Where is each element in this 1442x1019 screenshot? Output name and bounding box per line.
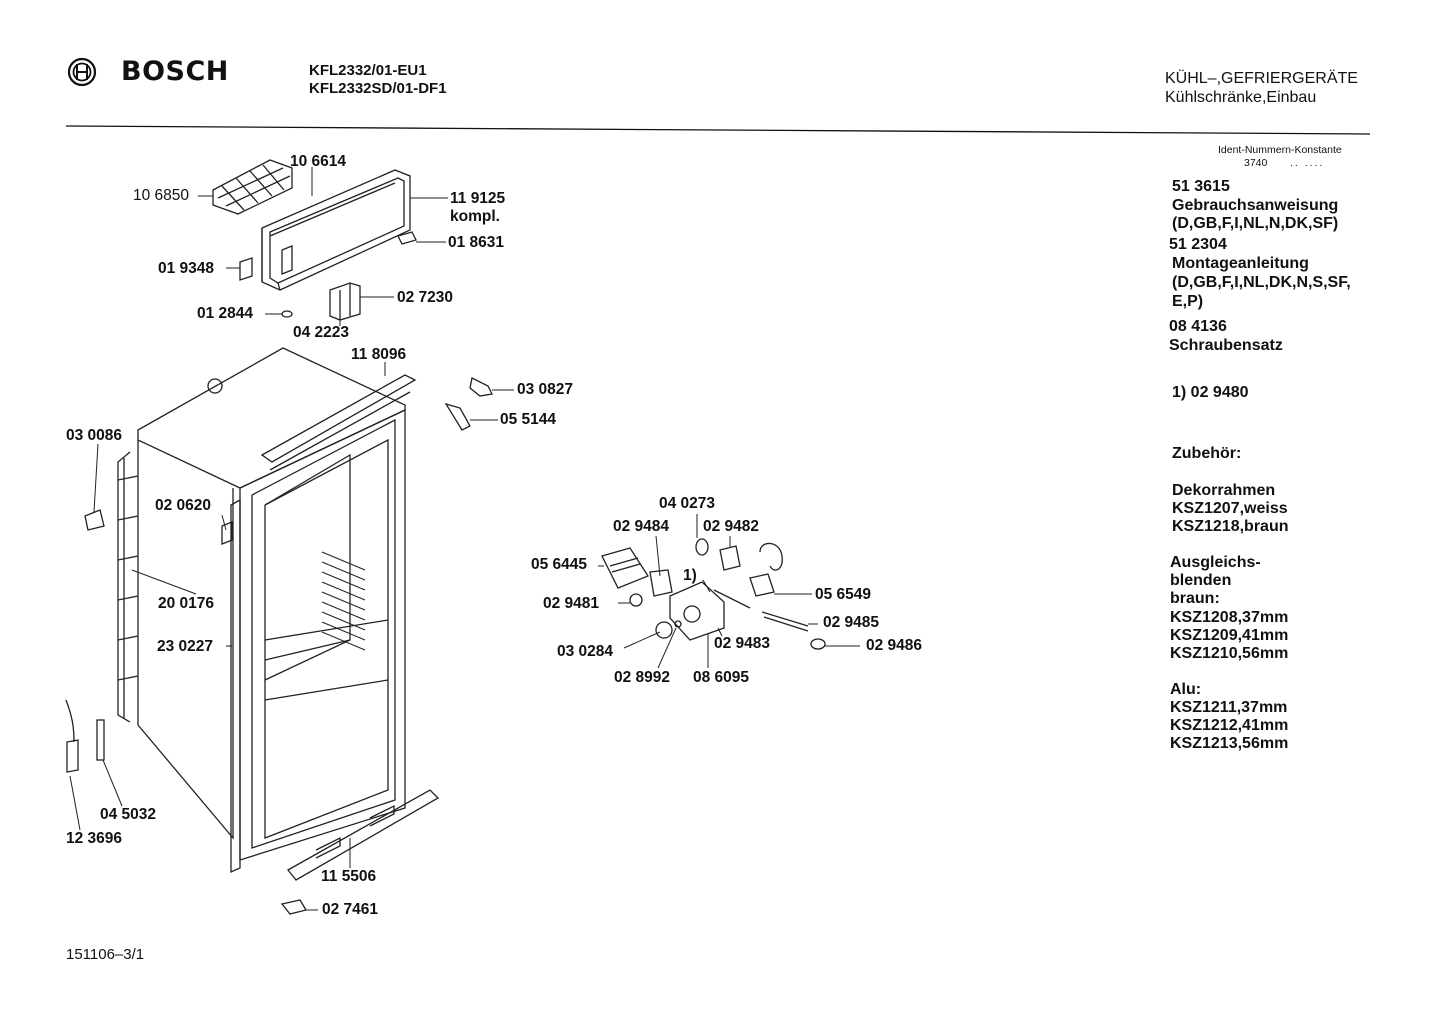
part-label: 01 9348 [158,260,215,277]
accessory-line: blenden [1170,572,1232,589]
doc-number: 51 3615 [1172,178,1230,195]
part-label: kompl. [450,208,500,225]
part-label: 01 2844 [197,305,254,322]
doc-line: (D,GB,F,I,NL,DK,N,S,SF, [1172,274,1351,291]
part-label: 02 9484 [613,518,670,535]
category-subtitle: Kühlschränke,Einbau [1165,89,1317,106]
condenser-drawing [117,451,139,723]
part-label: 20 0176 [158,595,215,612]
accessory-line: braun: [1170,590,1220,607]
part-label: 02 9486 [866,637,923,654]
cabinet-body-drawing [137,347,440,881]
accessory-line: Dekorrahmen [1172,482,1276,499]
part-label: 02 9482 [703,518,760,535]
accessory-line: KSZ1208,37mm [1170,609,1289,626]
part-label: 08 6095 [693,669,750,686]
part-label: 10 6850 [133,187,190,204]
model-number-1: KFL2332/01-EU1 [309,62,427,79]
part-label: 04 2223 [293,324,350,341]
part-label: 05 6549 [815,586,872,603]
part-label: 12 3696 [66,830,123,847]
part-label: 11 9125 [450,190,506,207]
doc-line: (D,GB,F,I,NL,N,DK,SF) [1172,215,1339,232]
accessory-line: KSZ1209,41mm [1170,627,1289,644]
accessory-line: KSZ1207,weiss [1172,500,1288,517]
part-label: 02 9483 [714,635,771,652]
accessory-line: KSZ1210,56mm [1170,645,1289,662]
hinge-bracket-drawing [329,282,361,321]
bosch-logo-icon [67,57,97,87]
doc-line: Gebrauchsanweisung [1172,197,1339,214]
part-label: 02 7230 [397,289,454,306]
doc-number: 51 2304 [1169,236,1227,253]
thermostat-assembly-drawing [601,538,826,650]
part-label: 03 0086 [66,427,123,444]
doc-line: Schraubensatz [1169,337,1283,354]
part-label: 10 6614 [290,153,347,170]
accessory-line: KSZ1211,37mm [1170,699,1288,716]
part-label: 02 7461 [322,901,379,918]
accessory-line: KSZ1218,braun [1172,518,1289,535]
drawing-number: 151106–3/1 [66,946,145,963]
part-label: 02 8992 [614,669,671,686]
accessories-title: Zubehör: [1172,445,1242,462]
part-label: 11 8096 [351,346,407,363]
accessory-line: KSZ1213,56mm [1170,735,1289,752]
part-label: 01 8631 [448,234,505,251]
ident-dots: .. .... [1290,157,1325,169]
footnote: 1) 02 9480 [1172,384,1249,401]
ident-value: 3740 [1244,157,1268,169]
part-label: 11 5506 [321,868,377,885]
model-number-2: KFL2332SD/01-DF1 [309,80,447,97]
part-label: 02 9481 [543,595,600,612]
accessory-line: KSZ1212,41mm [1170,717,1289,734]
part-label: 03 0284 [557,643,614,660]
part-label: 23 0227 [157,638,214,655]
part-label: 03 0827 [517,381,574,398]
category-title: KÜHL–,GEFRIERGERÄTE [1165,70,1358,87]
ident-label: Ident-Nummern-Konstante [1218,144,1342,156]
brand-name: BOSCH [121,56,229,87]
part-label: 05 5144 [500,411,557,428]
doc-line: E,P) [1172,293,1204,310]
part-label: 04 0273 [659,495,716,512]
part-label: 02 0620 [155,497,212,514]
freezer-door-drawing [261,169,411,291]
part-label: 04 5032 [100,806,157,823]
doc-line: Montageanleitung [1172,255,1309,272]
part-label: 1) [683,567,697,584]
accessory-line: Alu: [1170,681,1202,698]
part-label: 02 9485 [823,614,880,631]
doc-number: 08 4136 [1169,318,1227,335]
part-label: 05 6445 [531,556,588,573]
ice-tray-drawing [212,159,293,215]
accessory-line: Ausgleichs- [1170,554,1261,571]
